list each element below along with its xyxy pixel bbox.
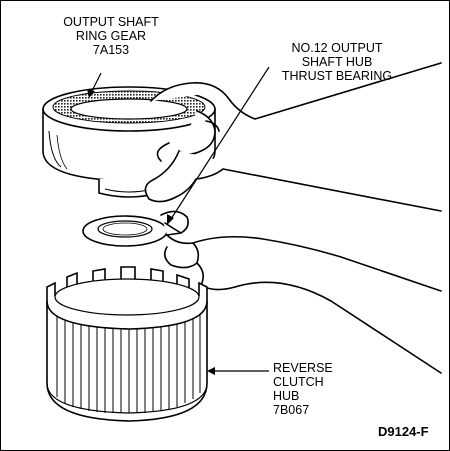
ring-gear-label-line2: RING GEAR [75, 29, 147, 43]
reverse-clutch-hub [46, 266, 208, 422]
thrust-bearing-label-line2: SHAFT HUB [301, 55, 373, 69]
ring-gear [42, 86, 216, 198]
clutch-hub-label-line1: REVERSE [273, 361, 333, 375]
clutch-hub-label-line2: CLUTCH [273, 375, 324, 389]
figure-id: D9124-F [378, 424, 429, 439]
leader-arrowheads [87, 89, 215, 375]
ring-gear-label-line3: 7A153 [92, 43, 130, 57]
ring-gear-label: OUTPUT SHAFT RING GEAR 7A153 [53, 15, 169, 57]
clutch-hub-label-line4: 7B067 [273, 403, 310, 417]
upper-hand [144, 62, 442, 212]
thrust-bearing-label-line3: THRUST BEARING [281, 69, 393, 83]
clutch-hub-label-line3: HUB [273, 389, 300, 403]
thrust-bearing-label: NO.12 OUTPUT SHAFT HUB THRUST BEARING [257, 41, 417, 83]
thrust-bearing [82, 215, 168, 247]
lower-hand [160, 210, 442, 374]
thrust-bearing-label-line1: NO.12 OUTPUT [291, 41, 383, 55]
leader-lines [90, 66, 270, 372]
ring-gear-label-line1: OUTPUT SHAFT [63, 15, 159, 29]
clutch-hub-label: REVERSE CLUTCH HUB 7B067 [273, 361, 333, 417]
